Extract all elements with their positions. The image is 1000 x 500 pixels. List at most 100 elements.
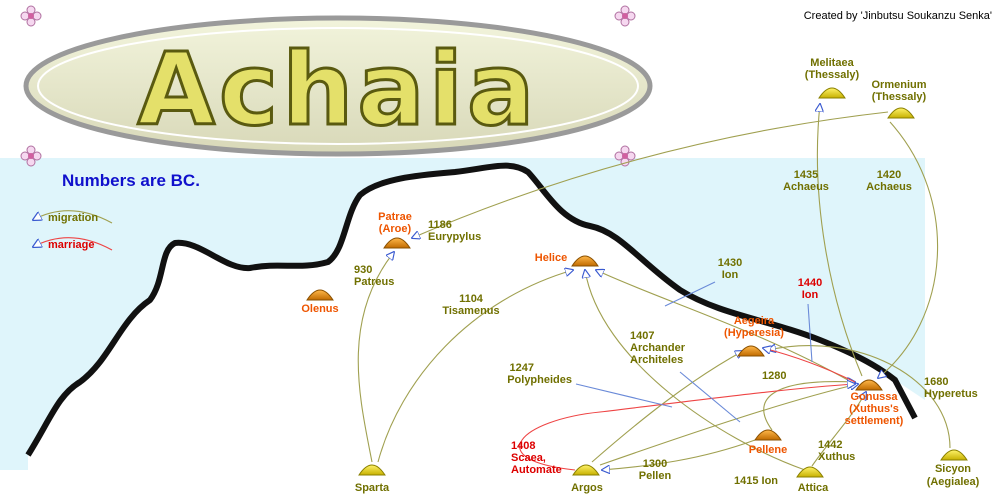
event-1442-label: 1442 Xuthus <box>818 439 855 463</box>
title-oval-inner <box>37 27 639 145</box>
argos-dome[interactable] <box>572 464 600 476</box>
event-1104-label: 1104 Tisamenus <box>442 293 499 317</box>
svg-text:Sicyon: Sicyon <box>935 463 971 475</box>
svg-text:1435: 1435 <box>794 169 818 181</box>
svg-text:Achaeus: Achaeus <box>783 181 829 193</box>
svg-text:1680: 1680 <box>924 376 948 388</box>
svg-text:settlement): settlement) <box>845 415 904 427</box>
svg-text:Patreus: Patreus <box>354 276 394 288</box>
pellene-dome[interactable] <box>754 429 782 441</box>
svg-text:Eurypylus: Eurypylus <box>428 231 481 243</box>
route-ormenium-gonussa <box>878 121 939 378</box>
svg-text:1430: 1430 <box>718 257 742 269</box>
ormenium-dome[interactable] <box>887 107 915 119</box>
event-1407-label: 1407 Archander Architeles <box>630 330 686 366</box>
event-1280-label: 1280 <box>762 370 786 382</box>
svg-text:Hyperetus: Hyperetus <box>924 388 978 400</box>
svg-text:Patrae: Patrae <box>378 211 412 223</box>
leader-1407 <box>679 371 741 423</box>
legend-marriage-arrow <box>33 237 113 251</box>
svg-text:Ormenium: Ormenium <box>871 79 926 91</box>
olenus-dome[interactable] <box>306 289 334 301</box>
route-gonussa-melitaea <box>817 104 863 377</box>
svg-text:Melitaea: Melitaea <box>810 57 854 69</box>
sicyon-dome[interactable] <box>940 449 968 461</box>
svg-text:Achaeus: Achaeus <box>866 181 912 193</box>
aegeira-dome[interactable] <box>737 345 765 357</box>
svg-text:1442: 1442 <box>818 439 842 451</box>
sicyon-label: Sicyon (Aegialea) <box>927 463 980 488</box>
route-argos-aegeira <box>591 351 743 463</box>
patrae-label: Patrae (Aroe) <box>378 211 412 235</box>
sparta-label: Sparta <box>355 482 390 494</box>
flower-icon <box>614 5 636 27</box>
svg-text:(Xuthus's: (Xuthus's <box>849 403 899 415</box>
routes <box>357 104 951 471</box>
svg-text:Ion: Ion <box>802 289 819 301</box>
legend: migration marriage <box>33 210 113 251</box>
svg-text:Aegeira: Aegeira <box>734 315 775 327</box>
svg-text:(Hyperesia): (Hyperesia) <box>724 327 784 339</box>
svg-text:Ion: Ion <box>722 269 739 281</box>
svg-text:1440: 1440 <box>798 277 822 289</box>
event-1440-label: 1440 Ion <box>798 277 822 301</box>
ormenium-label: Ormenium (Thessaly) <box>871 79 926 103</box>
helice-dome[interactable] <box>571 255 599 267</box>
route-pellene-argos <box>602 439 756 470</box>
svg-text:1420: 1420 <box>877 169 901 181</box>
coastline <box>25 162 918 457</box>
title-oval <box>23 15 653 157</box>
svg-text:(Aegialea): (Aegialea) <box>927 476 980 488</box>
svg-text:1104: 1104 <box>459 293 484 305</box>
flower-icon <box>20 5 42 27</box>
flower-icon <box>20 145 42 167</box>
route-sparta-helice <box>377 270 573 463</box>
svg-text:Scaea,: Scaea, <box>511 452 546 464</box>
peloponnese-land <box>28 165 925 470</box>
route-gonussa-helice <box>596 270 856 385</box>
svg-text:Pellen: Pellen <box>639 470 672 482</box>
svg-text:(Thessaly): (Thessaly) <box>872 91 927 103</box>
svg-text:Polypheides: Polypheides <box>507 374 572 386</box>
melitaea-label: Melitaea (Thessaly) <box>805 57 860 81</box>
route-ormenium-patrae <box>412 111 889 238</box>
svg-text:Tisamenus: Tisamenus <box>442 305 499 317</box>
route-attica-gonussa <box>811 392 866 467</box>
sparta-dome[interactable] <box>358 464 386 476</box>
melitaea-dome[interactable] <box>818 87 846 99</box>
attica-label: Attica <box>798 482 829 494</box>
svg-text:1407: 1407 <box>630 330 654 342</box>
credit-text: Created by 'Jinbutsu Soukanzu Senka' <box>804 10 992 22</box>
legend-migration-label: migration <box>48 212 98 224</box>
route-attica-helice <box>585 270 806 471</box>
gonussa-dome[interactable] <box>855 379 883 391</box>
svg-text:1247: 1247 <box>510 362 534 374</box>
svg-text:1408: 1408 <box>511 440 535 452</box>
event-1430-label: 1430 Ion <box>718 257 742 281</box>
route-sparta-patrae <box>357 252 394 463</box>
marriage-gonussa-aegeira <box>763 348 856 383</box>
attica-dome[interactable] <box>796 466 824 478</box>
marriage-argos-gonussa <box>519 384 855 471</box>
event-1415-label: 1415 Ion <box>734 475 778 487</box>
map-title: Achaia <box>137 31 538 148</box>
event-930-label: 930 Patreus <box>354 264 394 288</box>
svg-text:(Thessaly): (Thessaly) <box>805 69 860 81</box>
svg-text:(Aroe): (Aroe) <box>379 223 412 235</box>
event-1408-label: 1408 Scaea, Automate <box>511 440 562 476</box>
helice-label: Helice <box>535 252 567 264</box>
svg-text:Gonussa: Gonussa <box>850 391 898 403</box>
svg-text:930: 930 <box>354 264 372 276</box>
note-text: Numbers are BC. <box>62 171 200 190</box>
svg-text:Architeles: Architeles <box>630 354 683 366</box>
event-1300-label: 1300 Pellen <box>639 458 672 482</box>
patrae-dome[interactable] <box>383 237 411 249</box>
event-1680-label: 1680 Hyperetus <box>924 376 978 400</box>
leader-1247 <box>575 383 673 408</box>
event-1186-label: 1186 Eurypylus <box>428 219 481 243</box>
route-sicyon-aegeira <box>768 346 951 449</box>
gonussa-label: Gonussa (Xuthus's settlement) <box>845 391 904 427</box>
argos-label: Argos <box>571 482 603 494</box>
